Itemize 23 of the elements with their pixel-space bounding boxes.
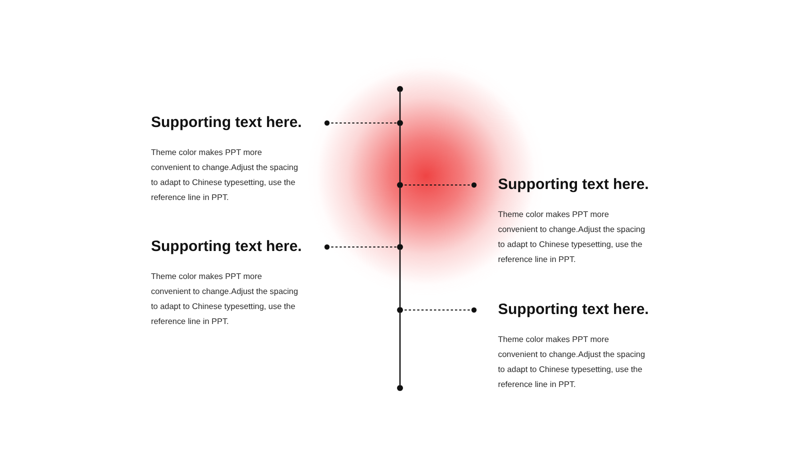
dashed-leader-line	[402, 307, 477, 313]
timeline-line	[399, 250, 401, 307]
timeline-dot	[397, 182, 403, 188]
timeline-line	[399, 313, 401, 385]
dashed-leader-line	[324, 244, 398, 250]
body-text: Theme color makes PPT more convenient to change.Adjust the spacing to adapt to Chinese typesetting, use the reference line in PPT.	[151, 271, 300, 328]
dashed-leader-line	[402, 182, 477, 188]
body-text: Theme color makes PPT more convenient to change.Adjust the spacing to adapt to Chinese typesetting, use the reference line in PPT.	[498, 334, 646, 391]
timeline-dot	[397, 307, 403, 313]
heading: Supporting text here.	[151, 238, 302, 256]
body-text: Theme color makes PPT more convenient to change.Adjust the spacing to adapt to Chinese typesetting, use the reference line in PPT.	[498, 209, 646, 266]
dashed-leader-line	[324, 120, 398, 126]
heading: Supporting text here.	[498, 301, 649, 319]
timeline-dot	[397, 385, 403, 391]
body-text: Theme color makes PPT more convenient to change.Adjust the spacing to adapt to Chinese typesetting, use the reference line in PPT.	[151, 147, 300, 204]
timeline-line	[399, 92, 401, 120]
timeline-line	[399, 126, 401, 182]
timeline-dot	[397, 244, 403, 250]
timeline-dot	[397, 86, 403, 92]
timeline-dot	[397, 120, 403, 126]
heading: Supporting text here.	[498, 176, 649, 194]
timeline-line	[399, 188, 401, 244]
heading: Supporting text here.	[151, 114, 302, 132]
